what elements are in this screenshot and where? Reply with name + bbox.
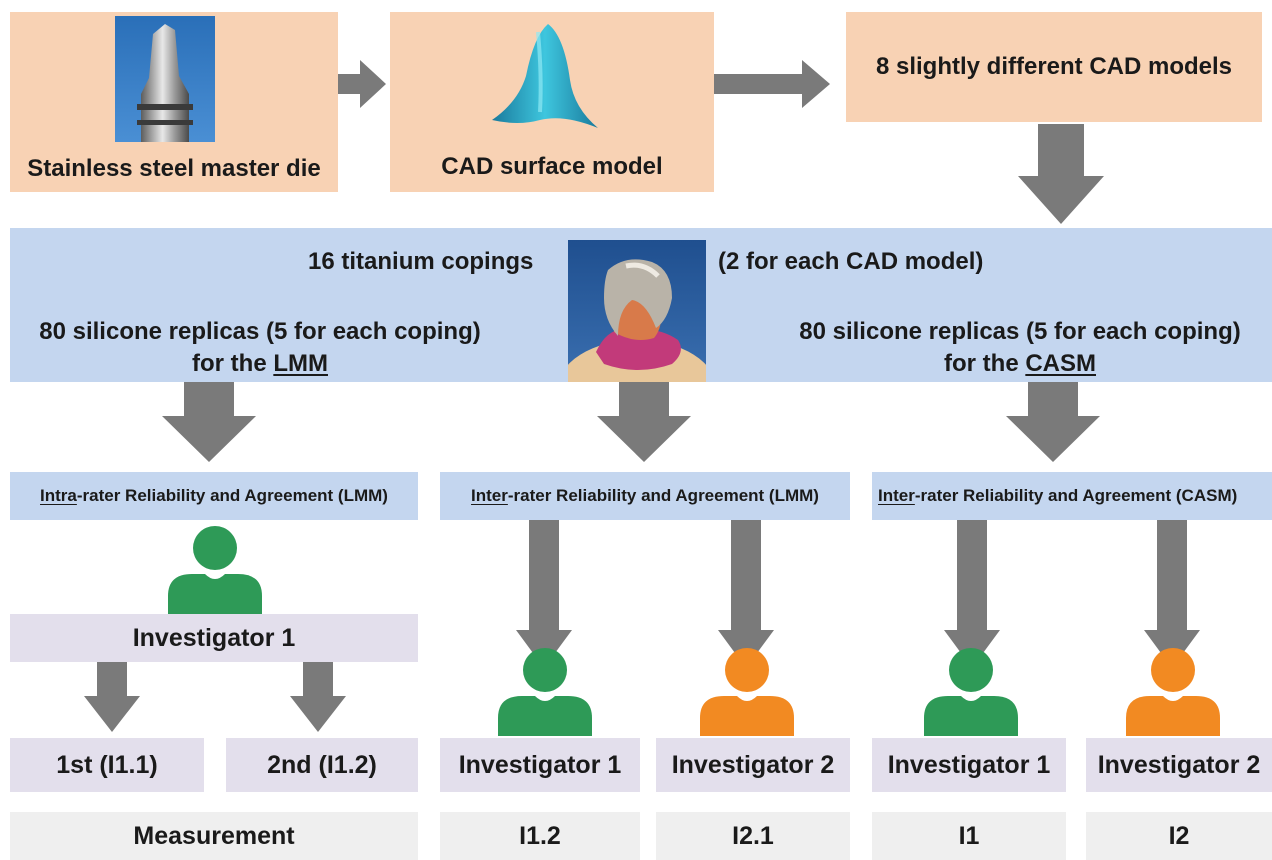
arrow-down-icon	[597, 382, 691, 462]
measurement-i1-box: I1	[872, 812, 1066, 860]
master-die-label: Stainless steel master die	[27, 155, 321, 182]
inter-lmm-label: Inter-rater Reliability and Agreement (L…	[471, 486, 819, 506]
intra-rater-box: Intra-rater Reliability and Agreement (L…	[10, 472, 418, 520]
measurement-i1-label: I1	[958, 821, 980, 850]
inter-casm-prefix: Inter	[878, 486, 915, 505]
first-measurement-label: 1st (I1.1)	[56, 750, 158, 779]
casm-investigator-2-label: Investigator 2	[1097, 750, 1261, 779]
arrow-down-icon	[718, 520, 774, 668]
arrow-down-icon	[290, 662, 346, 732]
cad-surface-model-image	[492, 24, 598, 128]
first-measurement-box: 1st (I1.1)	[10, 738, 204, 792]
copings-label: 16 titanium copings	[308, 248, 534, 275]
inter-lmm-prefix: Inter	[471, 486, 508, 505]
measurement-box: Measurement	[10, 812, 418, 860]
intra-investigator-box: Investigator 1	[10, 614, 418, 662]
arrow-down-icon	[944, 520, 1000, 668]
measurement-label: Measurement	[133, 821, 295, 850]
second-measurement-box: 2nd (I1.2)	[226, 738, 418, 792]
person-icon	[498, 648, 592, 736]
inter-lmm-rest: -rater Reliability and Agreement (LMM)	[507, 486, 819, 505]
arrow-down-icon	[84, 662, 140, 732]
arrow-right-icon	[338, 60, 386, 108]
copings-panel: 16 titanium copings (2 for each CAD mode…	[10, 228, 1272, 382]
cad-models-box: 8 slightly different CAD models	[846, 12, 1262, 122]
arrow-down-icon	[1144, 520, 1200, 668]
measurement-i1-2-box: I1.2	[440, 812, 640, 860]
lmm-method: LMM	[273, 350, 328, 377]
arrow-down-icon	[1006, 382, 1100, 462]
measurement-i1-2-label: I1.2	[519, 821, 561, 850]
inter-lmm-box: Inter-rater Reliability and Agreement (L…	[440, 472, 850, 520]
arrow-down-icon	[1018, 124, 1104, 224]
lmm-investigator-1-label: Investigator 1	[458, 750, 622, 779]
intra-prefix: Intra	[40, 486, 77, 505]
person-icon	[924, 648, 1018, 736]
inter-casm-rest: -rater Reliability and Agreement (CASM)	[914, 486, 1238, 505]
lmm-investigator-2-box: Investigator 2	[656, 738, 850, 792]
arrow-right-icon	[714, 60, 830, 108]
cad-surface-label: CAD surface model	[441, 153, 663, 180]
second-measurement-label: 2nd (I1.2)	[267, 750, 377, 779]
lmm-replicas-prefix: for the	[192, 350, 274, 377]
measurement-i2-box: I2	[1086, 812, 1272, 860]
measurement-i2-label: I2	[1168, 821, 1190, 850]
intra-rater-label: Intra-rater Reliability and Agreement (L…	[40, 486, 388, 506]
arrow-down-icon	[162, 382, 256, 462]
casm-replicas-prefix: for the	[944, 350, 1026, 377]
person-icon	[700, 648, 794, 736]
casm-replicas-line1: 80 silicone replicas (5 for each coping)	[799, 318, 1241, 345]
person-icon	[168, 526, 262, 614]
master-die-box: Stainless steel master die	[10, 12, 338, 192]
copings-note: (2 for each CAD model)	[718, 248, 984, 275]
person-icon	[1126, 648, 1220, 736]
casm-replicas-text: 80 silicone replicas (5 for each coping)…	[790, 316, 1250, 380]
intra-rest: -rater Reliability and Agreement (LMM)	[76, 486, 388, 505]
casm-method: CASM	[1025, 350, 1096, 377]
lmm-investigator-1-box: Investigator 1	[440, 738, 640, 792]
casm-investigator-1-box: Investigator 1	[872, 738, 1066, 792]
intra-investigator-label: Investigator 1	[132, 623, 296, 652]
inter-casm-label: Inter-rater Reliability and Agreement (C…	[878, 486, 1237, 506]
lmm-investigator-2-label: Investigator 2	[671, 750, 835, 779]
lmm-replicas-text: 80 silicone replicas (5 for each coping)…	[30, 316, 490, 380]
casm-investigator-1-label: Investigator 1	[887, 750, 1051, 779]
casm-replicas-line2: for the CASM	[790, 348, 1250, 380]
measurement-i2-1-box: I2.1	[656, 812, 850, 860]
casm-investigator-2-box: Investigator 2	[1086, 738, 1272, 792]
cad-models-label: 8 slightly different CAD models	[875, 53, 1233, 80]
arrow-down-icon	[516, 520, 572, 668]
master-die-photo	[115, 16, 215, 142]
titanium-coping-photo	[568, 240, 706, 382]
measurement-i2-1-label: I2.1	[732, 821, 774, 850]
cad-surface-box: CAD surface model	[390, 12, 714, 192]
lmm-replicas-line1: 80 silicone replicas (5 for each coping)	[39, 318, 481, 345]
lmm-replicas-line2: for the LMM	[30, 348, 490, 380]
inter-casm-box: Inter-rater Reliability and Agreement (C…	[872, 472, 1272, 520]
